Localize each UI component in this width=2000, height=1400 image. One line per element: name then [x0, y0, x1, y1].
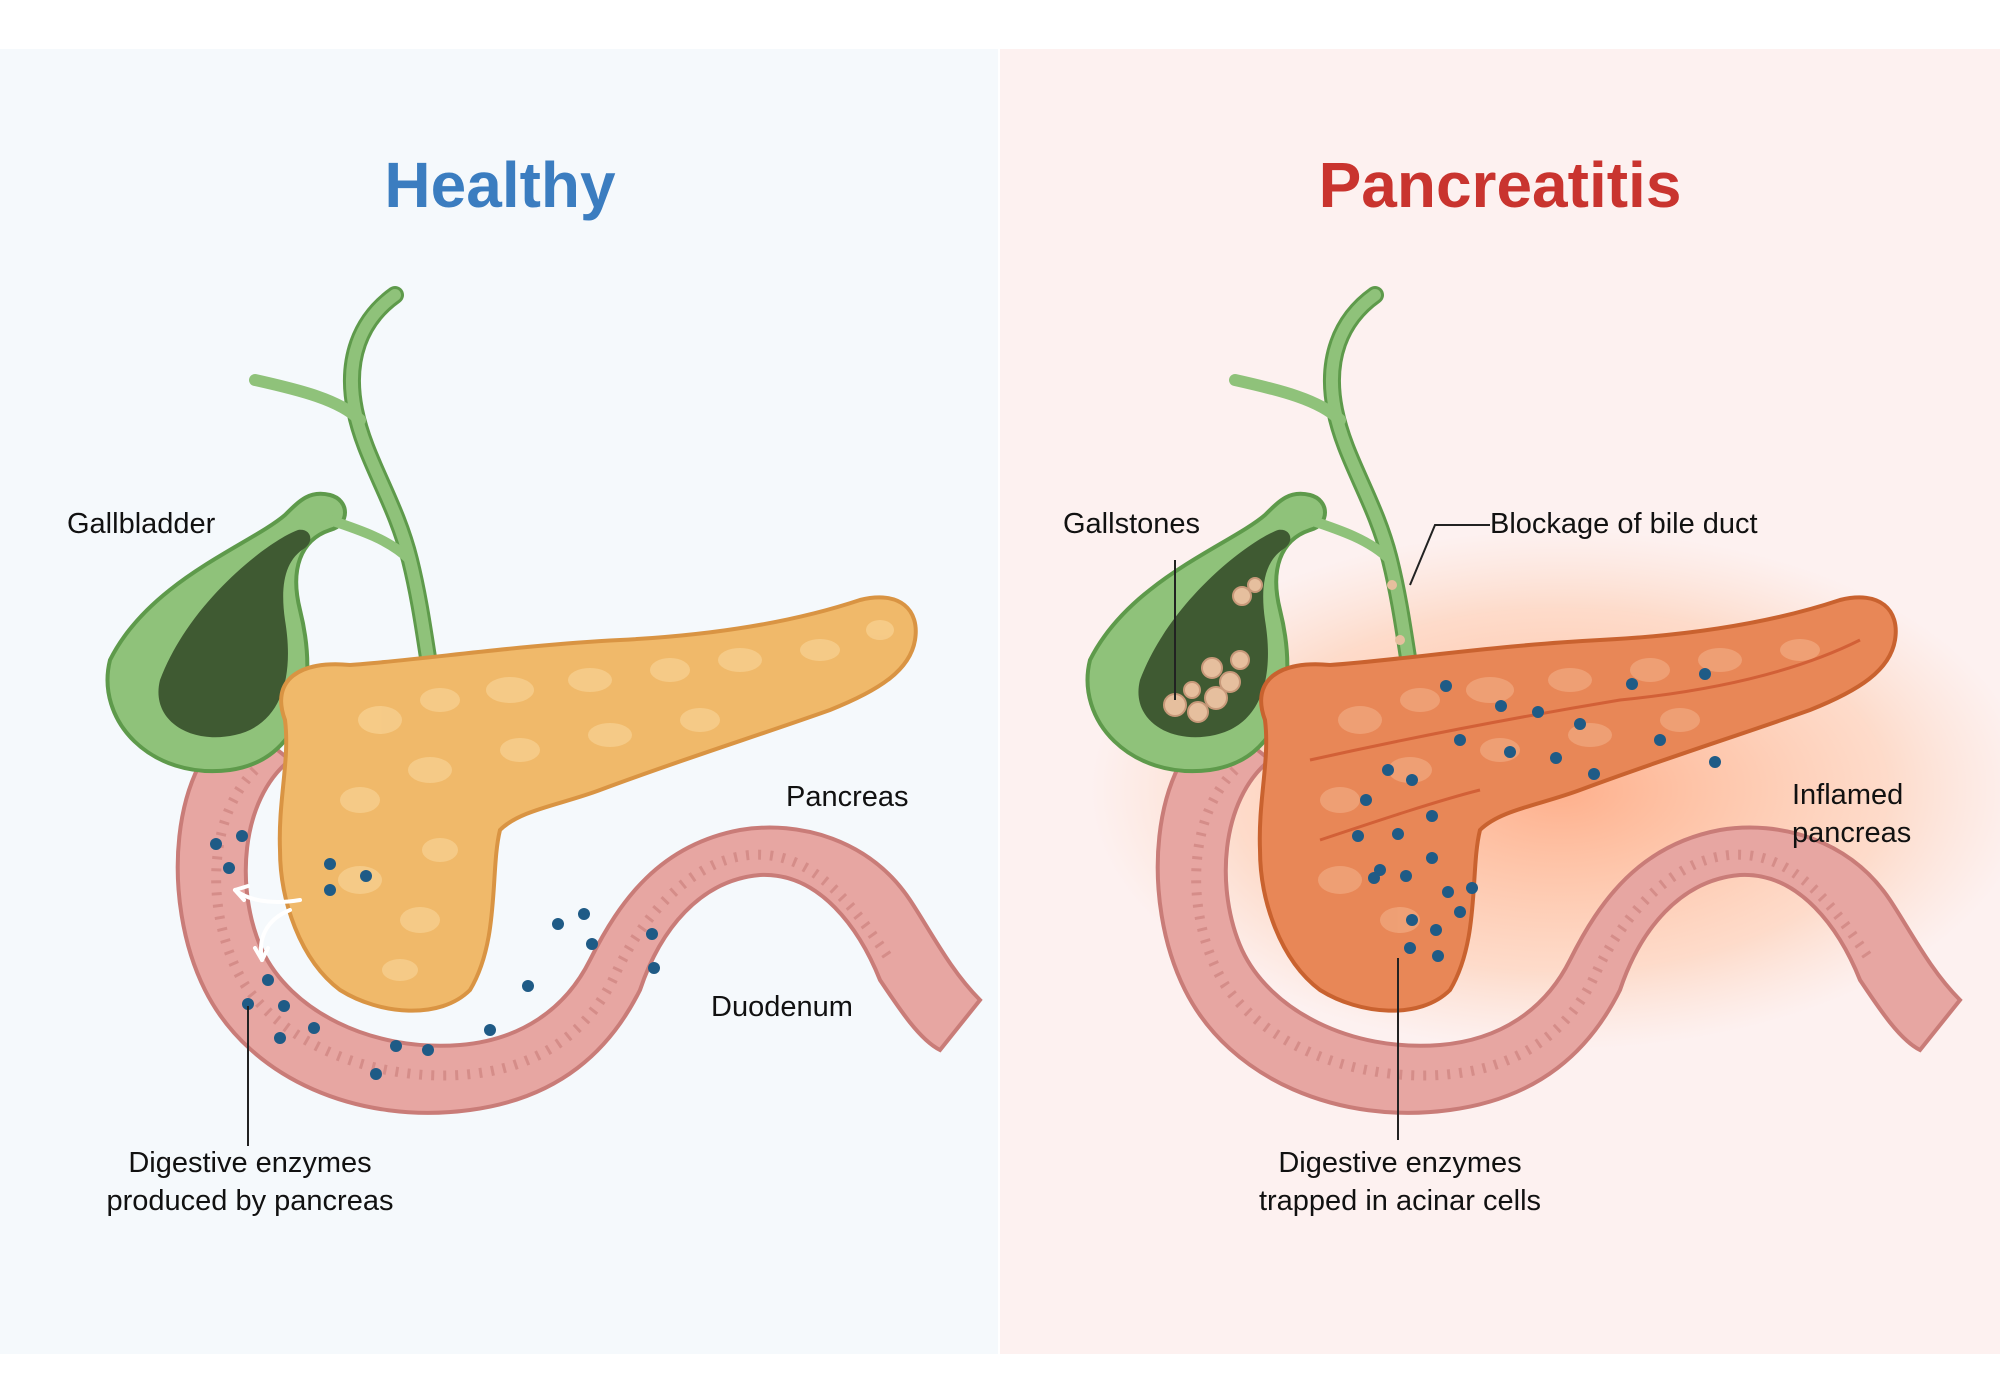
healthy-duodenum [175, 718, 982, 1115]
label-blockage: Blockage of bile duct [1490, 508, 1758, 540]
label-healthy-enzymes-line1: Digestive enzymes [128, 1147, 372, 1179]
label-inflamed-pancreas: Inflamed pancreas [1792, 776, 1911, 852]
label-gallstones: Gallstones [1063, 508, 1201, 540]
gallstones [1163, 577, 1263, 723]
label-inflamed-line1: Inflamed [1792, 779, 1904, 811]
inflamed-pancreas [1257, 595, 1898, 1013]
label-duodenum: Duodenum [711, 991, 853, 1023]
label-inflamed-line2: pancreas [1792, 817, 1912, 849]
label-trapped-enzymes: Digestive enzymes trapped in acinar cell… [1210, 1144, 1590, 1220]
disease-bile-duct [1229, 286, 1419, 679]
enzyme-flow-arrows [233, 884, 302, 962]
label-healthy-enzymes-line2: produced by pancreas [106, 1185, 394, 1217]
healthy-bile-duct [249, 286, 439, 679]
pancreatitis-title: Pancreatitis [1318, 149, 1682, 221]
disease-duodenum [1155, 718, 1962, 1115]
label-trapped-enzymes-line1: Digestive enzymes [1278, 1147, 1522, 1179]
healthy-title: Healthy [384, 149, 616, 221]
label-pancreas: Pancreas [786, 781, 909, 813]
label-trapped-enzymes-line2: trapped in acinar cells [1258, 1185, 1542, 1217]
disease-enzymes [1352, 668, 1721, 962]
label-gallbladder: Gallbladder [67, 508, 216, 540]
healthy-enzymes [210, 830, 660, 1080]
label-healthy-enzymes: Digestive enzymes produced by pancreas [60, 1144, 440, 1220]
disease-leader-lines [1174, 524, 1490, 1140]
